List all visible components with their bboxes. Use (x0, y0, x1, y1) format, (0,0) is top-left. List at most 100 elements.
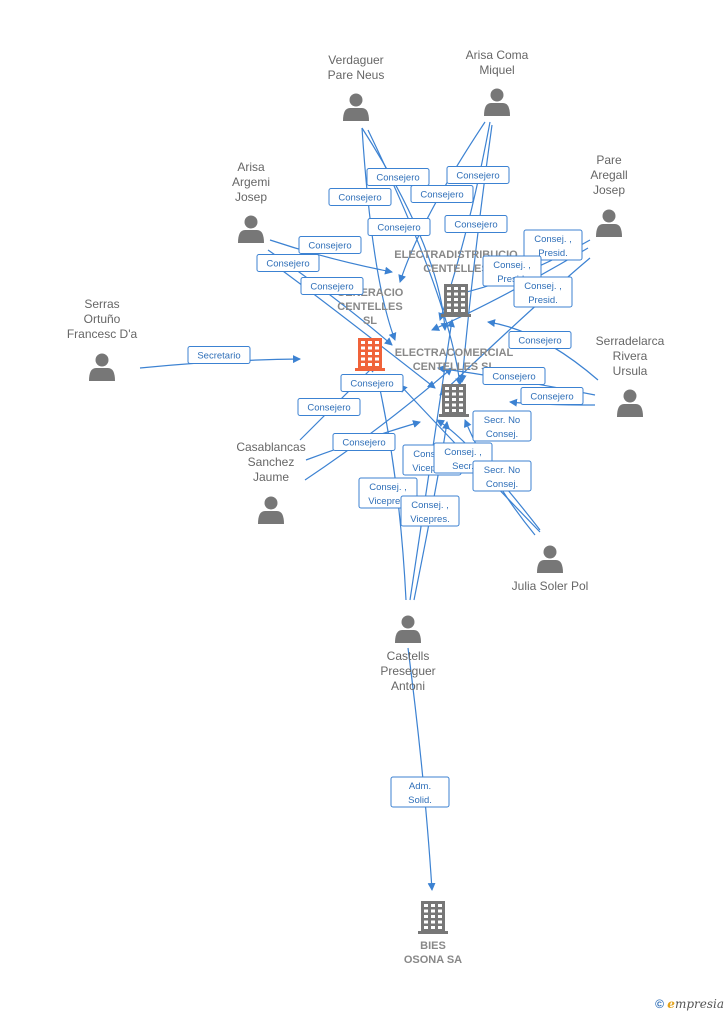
person-name: Rivera (613, 349, 648, 363)
company-name: CENTELLES (423, 263, 488, 275)
edge-label-text: Secr. No (484, 465, 520, 476)
person-name: Argemi (232, 175, 270, 189)
company-name: OSONA SA (404, 954, 462, 966)
person-name: Casablancas (236, 440, 305, 454)
building-window (424, 920, 428, 924)
person-head (95, 353, 109, 367)
edge-label-box (390, 776, 450, 808)
edge-label-text: Consej. , (524, 281, 562, 292)
edge-label-box (340, 374, 404, 392)
building-window (452, 403, 456, 407)
edge-label-text: Consej. , (534, 234, 572, 245)
person-head (543, 545, 557, 559)
edge-label-box (297, 398, 361, 416)
edge-label-l9: Consejero (300, 277, 364, 295)
edge-label-box (332, 433, 396, 451)
person-name: Josep (235, 190, 267, 204)
empresia-brand[interactable]: © empresia (655, 997, 724, 1011)
edge-label-box (410, 185, 474, 203)
building-window (361, 346, 365, 350)
person-body (238, 230, 264, 243)
person-name: Ortuño (84, 312, 121, 326)
edge-label-text: Presid. (538, 248, 568, 259)
edge-label-box (187, 346, 251, 364)
edge-label-l5: Consejero (367, 218, 431, 236)
edge-label-box (472, 460, 532, 492)
person-name: Castells (387, 649, 430, 663)
person-name: Serras (84, 297, 119, 311)
building-window (452, 409, 456, 412)
building-window (424, 909, 428, 913)
building-window (361, 341, 365, 344)
person-head (349, 93, 363, 107)
edge-label-text: Vicepres. (410, 514, 449, 525)
edge-label-l1: Consejero (366, 168, 430, 186)
edge-label-text: Consejero (342, 438, 385, 449)
building-window (461, 309, 465, 312)
person-name: Preseguer (380, 664, 435, 678)
building-window (438, 915, 442, 918)
person-name: Jaume (253, 470, 289, 484)
edge-label-text: Consejero (518, 336, 561, 347)
building-window (454, 303, 458, 307)
edge-label-text: Consejero (307, 403, 350, 414)
edge-label-text: Consejero (310, 282, 353, 293)
building-window (447, 309, 451, 312)
person-body (484, 103, 510, 116)
edge-label-text: Consej. , (444, 447, 482, 458)
person-body (89, 368, 115, 381)
building-window (459, 409, 463, 412)
person-name: Josep (593, 183, 625, 197)
edge-line (413, 421, 450, 601)
person-name: Sanchez (248, 455, 295, 469)
person-body (395, 630, 421, 643)
building-base (355, 368, 385, 371)
building-window (424, 904, 428, 907)
edge-label-text: Solid. (408, 795, 432, 806)
edge-label-l15: Consejero (340, 374, 404, 392)
person-body (258, 511, 284, 524)
edge-label-text: Consejero (308, 241, 351, 252)
edge-label-l16: Consejero (297, 398, 361, 416)
building-window (361, 363, 365, 366)
edge-label-l4: Consejero (410, 185, 474, 203)
building-window (461, 303, 465, 307)
building-window (424, 915, 428, 918)
edge-label-text: Presid. (497, 274, 527, 285)
edge-label-box (508, 331, 572, 349)
edge-label-box (446, 166, 510, 184)
building-window (461, 298, 465, 301)
edge-label-box (520, 387, 584, 405)
building-window (375, 363, 379, 366)
person-head (602, 209, 616, 223)
building-window (431, 920, 435, 924)
building-window (431, 926, 435, 929)
person-name: Miquel (479, 63, 514, 77)
edge-label-text: Consejero (377, 223, 420, 234)
brand-name: mpresia (674, 997, 724, 1011)
edge-label-text: Consej. , (369, 482, 407, 493)
person-node-julia[interactable]: Julia Soler Pol (512, 545, 589, 594)
building-window (438, 926, 442, 929)
person-name: Pare (596, 153, 622, 167)
building-window (459, 403, 463, 407)
person-name: Ursula (613, 364, 648, 378)
person-body (596, 224, 622, 237)
building-window (459, 392, 463, 396)
building-window (447, 298, 451, 301)
building-window (445, 398, 449, 401)
